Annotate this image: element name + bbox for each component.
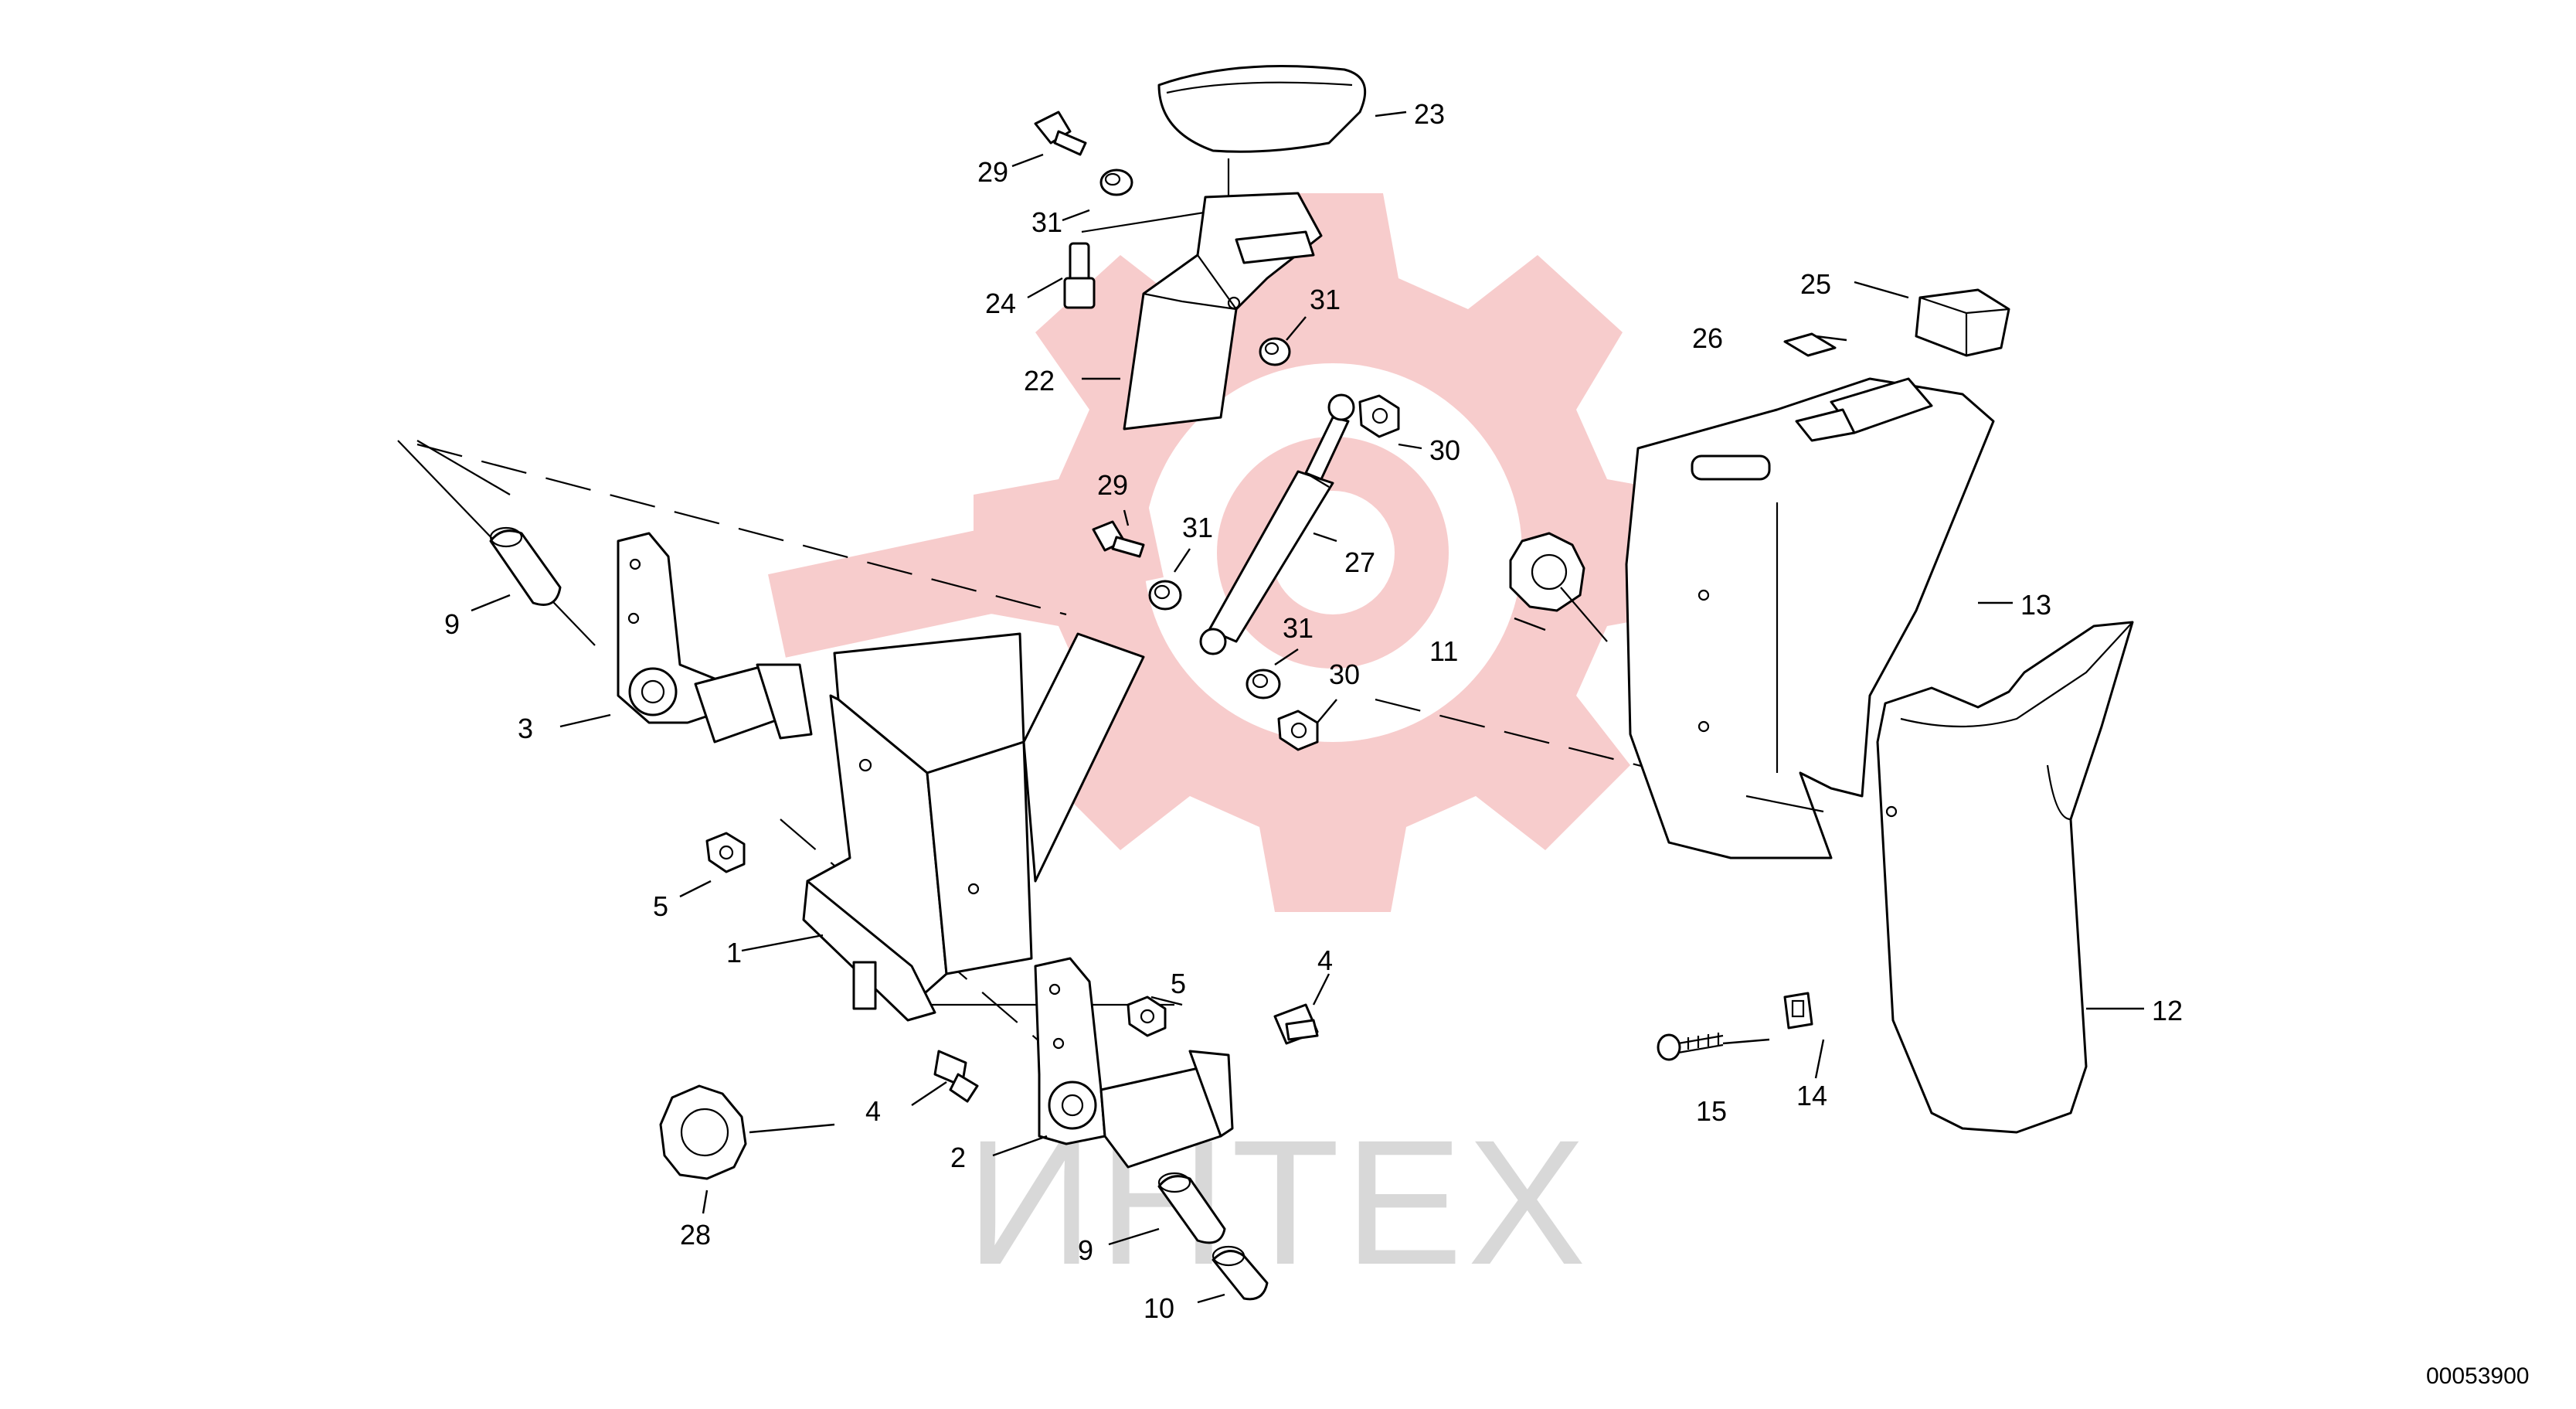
part-30-nut-upper xyxy=(1358,394,1400,438)
part-22-lever-arm xyxy=(1123,192,1323,431)
callout-25: 25 xyxy=(1800,268,1831,300)
callout-27: 27 xyxy=(1344,546,1375,578)
part-31-bushing-right xyxy=(1246,669,1281,699)
part-10-cap xyxy=(1212,1245,1269,1301)
callout-2: 2 xyxy=(950,1142,966,1173)
part-31-bushing-top xyxy=(1099,168,1133,196)
part-29-bolt-top xyxy=(1034,111,1087,156)
part-14-clip-nut xyxy=(1783,992,1813,1030)
callout-29-top: 29 xyxy=(977,156,1008,188)
part-3-bracket xyxy=(617,532,813,744)
part-2-bracket xyxy=(1034,957,1234,1169)
callout-15: 15 xyxy=(1696,1095,1727,1127)
callout-9-right: 9 xyxy=(1078,1234,1093,1266)
callout-31-top: 31 xyxy=(1031,206,1062,238)
leader-lines xyxy=(471,111,2144,1304)
callout-31-low: 31 xyxy=(1182,512,1213,543)
part-26-clip xyxy=(1783,332,1837,357)
callout-22: 22 xyxy=(1024,365,1055,396)
part-15-screw xyxy=(1657,1033,1724,1061)
reference-number: 00053900 xyxy=(2426,1363,2529,1389)
callout-labels: 23 29 31 24 31 22 30 29 31 27 31 30 11 2… xyxy=(444,98,2183,1324)
part-5-nut-left xyxy=(705,832,746,873)
part-4-bolt-left xyxy=(933,1050,979,1103)
callout-31-mid: 31 xyxy=(1310,284,1341,315)
part-11-knob xyxy=(1509,532,1608,642)
part-13-cover xyxy=(1625,377,1995,859)
callout-13: 13 xyxy=(2020,589,2051,621)
callout-5-left: 5 xyxy=(653,890,668,922)
callout-24: 24 xyxy=(985,288,1016,319)
part-9-pin-left xyxy=(489,526,562,606)
callout-3: 3 xyxy=(518,713,533,744)
part-24-bolt xyxy=(1063,242,1096,309)
callout-30-upper: 30 xyxy=(1429,434,1460,466)
callout-1: 1 xyxy=(726,937,742,968)
part-31-bushing-low xyxy=(1148,580,1182,611)
part-27-gas-spring xyxy=(1199,393,1355,655)
callout-29-mid: 29 xyxy=(1097,469,1128,501)
callout-9-left: 9 xyxy=(444,608,460,640)
callout-10: 10 xyxy=(1144,1292,1174,1324)
callout-28: 28 xyxy=(680,1219,711,1251)
part-23-pad xyxy=(1157,65,1367,201)
part-25-insert xyxy=(1915,288,2010,357)
part-30-nut-lower xyxy=(1277,710,1319,751)
callout-4-left: 4 xyxy=(865,1095,881,1127)
part-5-nut-right xyxy=(1127,995,1167,1037)
callout-11: 11 xyxy=(1429,635,1458,667)
part-29-bolt-mid xyxy=(1092,520,1145,558)
callout-12: 12 xyxy=(2152,995,2183,1026)
callout-14: 14 xyxy=(1796,1080,1827,1111)
callout-5-right: 5 xyxy=(1171,968,1186,999)
part-12-side-cover xyxy=(1876,621,2134,1134)
callout-23: 23 xyxy=(1414,98,1445,130)
part-9-pin-right xyxy=(1157,1172,1226,1244)
part-4-bolt-right xyxy=(1273,1003,1319,1045)
part-28-knob xyxy=(659,1084,747,1180)
callout-30-lower: 30 xyxy=(1329,659,1360,690)
callout-4-right: 4 xyxy=(1317,944,1333,976)
part-31-bushing-mid xyxy=(1259,337,1291,366)
part-1-frame xyxy=(802,632,1145,1022)
callout-31-right: 31 xyxy=(1283,612,1313,644)
callout-26: 26 xyxy=(1692,322,1723,354)
